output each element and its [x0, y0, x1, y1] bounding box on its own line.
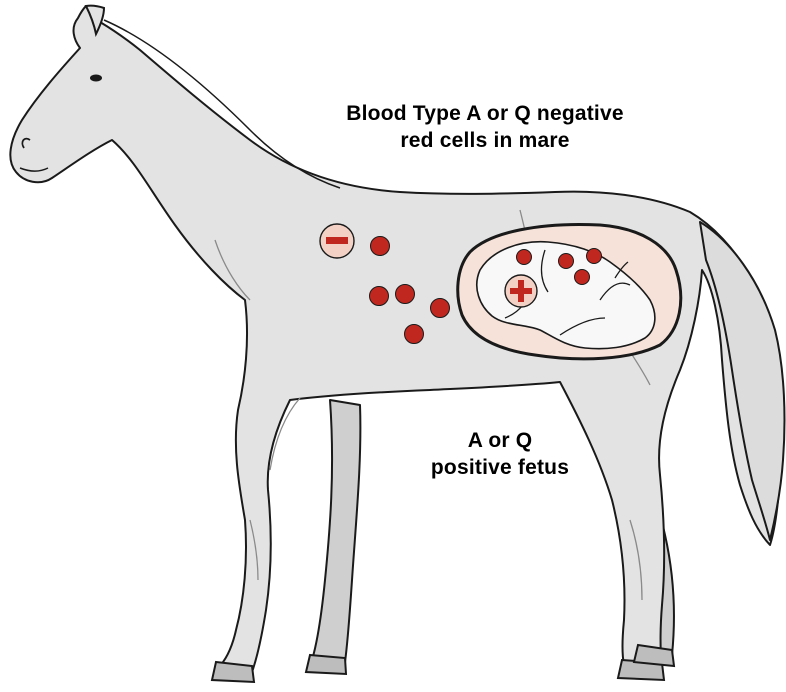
mare-label-line2: red cells in mare: [300, 127, 670, 154]
mare-blood-type-label: Blood Type A or Q negative red cells in …: [300, 100, 670, 154]
red-cell: [371, 237, 390, 256]
red-cell: [396, 285, 415, 304]
red-cell: [559, 254, 574, 269]
fetus-label-line1: A or Q: [400, 427, 600, 454]
red-cell: [575, 270, 590, 285]
red-cell: [370, 287, 389, 306]
positive-marker: [505, 275, 537, 307]
hooves: [212, 645, 674, 682]
fetus-blood-type-label: A or Q positive fetus: [400, 427, 600, 481]
minus-icon: [326, 237, 348, 244]
red-cell: [431, 299, 450, 318]
negative-marker: [320, 224, 354, 258]
horse-eye: [90, 75, 102, 82]
fetus-label-line2: positive fetus: [400, 454, 600, 481]
plus-icon-v: [518, 280, 524, 302]
red-cell: [517, 250, 532, 265]
red-cell: [587, 249, 602, 264]
mare-label-line1: Blood Type A or Q negative: [300, 100, 670, 127]
red-cell: [405, 325, 424, 344]
